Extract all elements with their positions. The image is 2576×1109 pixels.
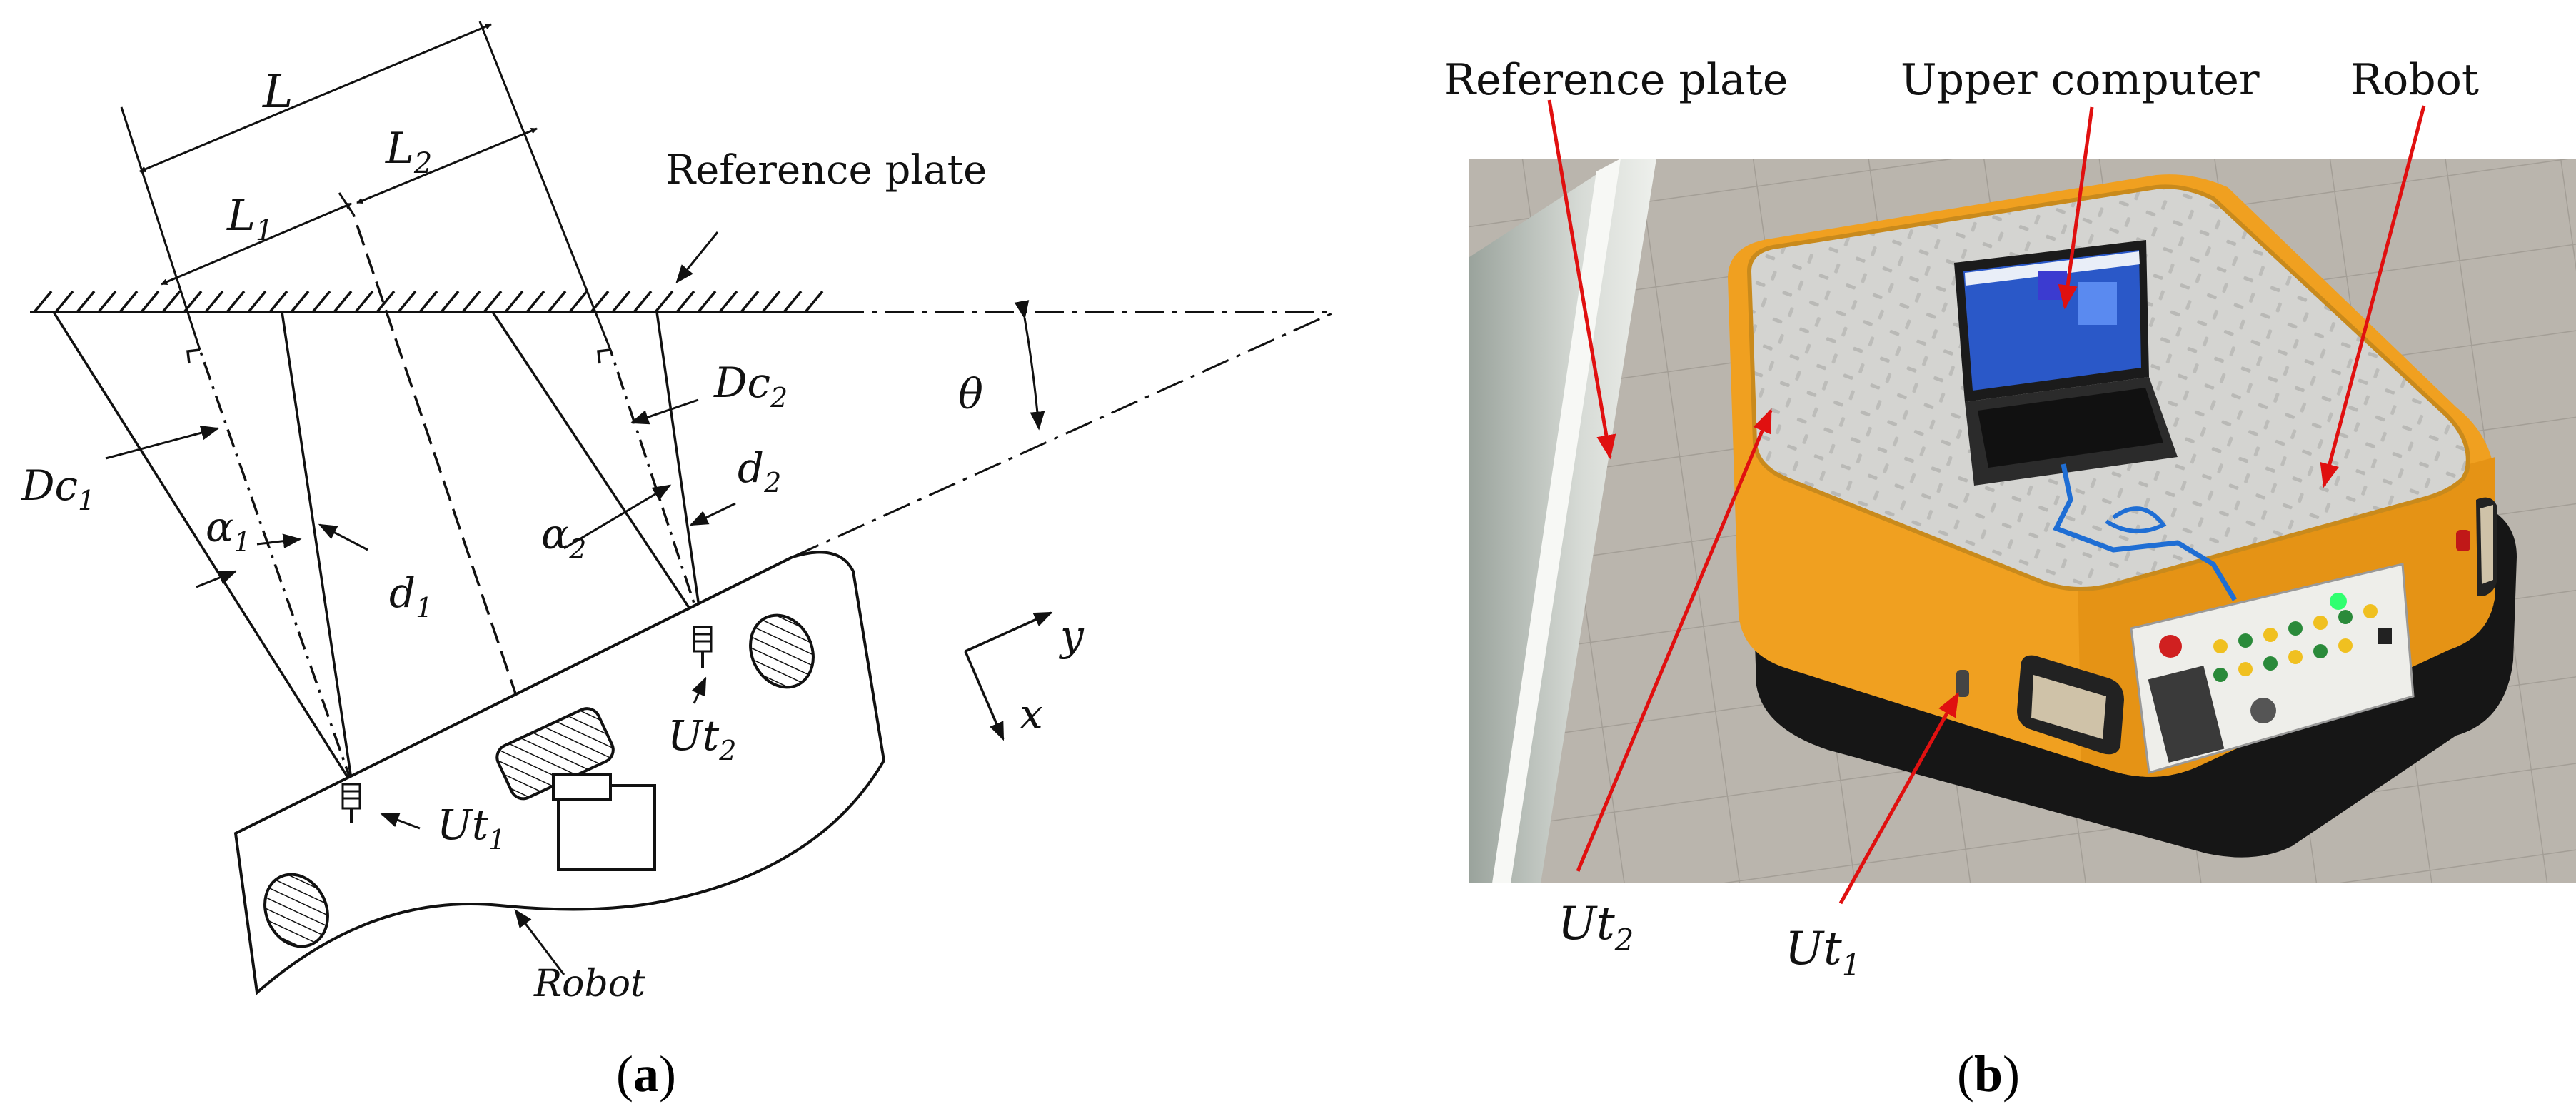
caption-b: (b): [1957, 1045, 2020, 1103]
label-reference-plate-a: Reference plate: [665, 147, 987, 194]
caption-a: (a): [616, 1045, 676, 1103]
label-x-axis: x: [1020, 690, 1043, 738]
side-sensor-ut1: [1956, 670, 1969, 697]
photo-annotation-arrows: [1547, 99, 2426, 905]
label-alpha1: α1: [206, 503, 251, 558]
label-d1: d1: [389, 568, 433, 623]
label-theta: θ: [958, 370, 983, 418]
label-L1: L1: [226, 191, 273, 247]
label-robot-b: Robot: [2350, 55, 2479, 105]
label-Ut1-a: Ut1: [437, 801, 505, 855]
robot-wheels: [263, 613, 815, 948]
robot-control-panel: [2130, 530, 2470, 774]
robot-axis-line: [792, 311, 1336, 558]
label-L: L: [262, 66, 293, 119]
label-Ut2-a: Ut2: [668, 711, 736, 766]
coordinate-axes: [964, 611, 1053, 741]
leader-arrows: [105, 231, 736, 975]
reference-plate-surface: [30, 290, 1335, 313]
label-Ut2-b: Ut2: [1558, 898, 1634, 958]
label-d2: d2: [738, 443, 781, 498]
dimension-lines: [120, 21, 612, 351]
label-Ut1-b: Ut1: [1785, 923, 1861, 983]
label-y-axis: y: [1058, 611, 1085, 660]
robot-headlights: [2017, 497, 2497, 755]
theta-angle: [1014, 300, 1045, 431]
label-upper-computer: Upper computer: [1901, 55, 2260, 105]
ultrasonic-sensor-ut1: [341, 783, 361, 823]
label-Dc1: Dc1: [21, 461, 95, 516]
panel-b-photo: Reference plate Upper computer Robot Ut2…: [1444, 55, 2576, 1103]
label-alpha2: α2: [541, 510, 586, 565]
label-robot-a: Robot: [533, 963, 645, 1005]
label-L2: L2: [385, 124, 432, 180]
panel-a-schematic: L L1 L2 Reference plate θ Dc1 Dc2 α1 α2 …: [21, 21, 1336, 1103]
ultrasonic-sensor-ut2: [693, 626, 713, 668]
label-reference-plate-b: Reference plate: [1444, 55, 1788, 105]
upper-computer-laptop: [1954, 240, 2238, 601]
label-Dc2: Dc2: [713, 358, 788, 413]
